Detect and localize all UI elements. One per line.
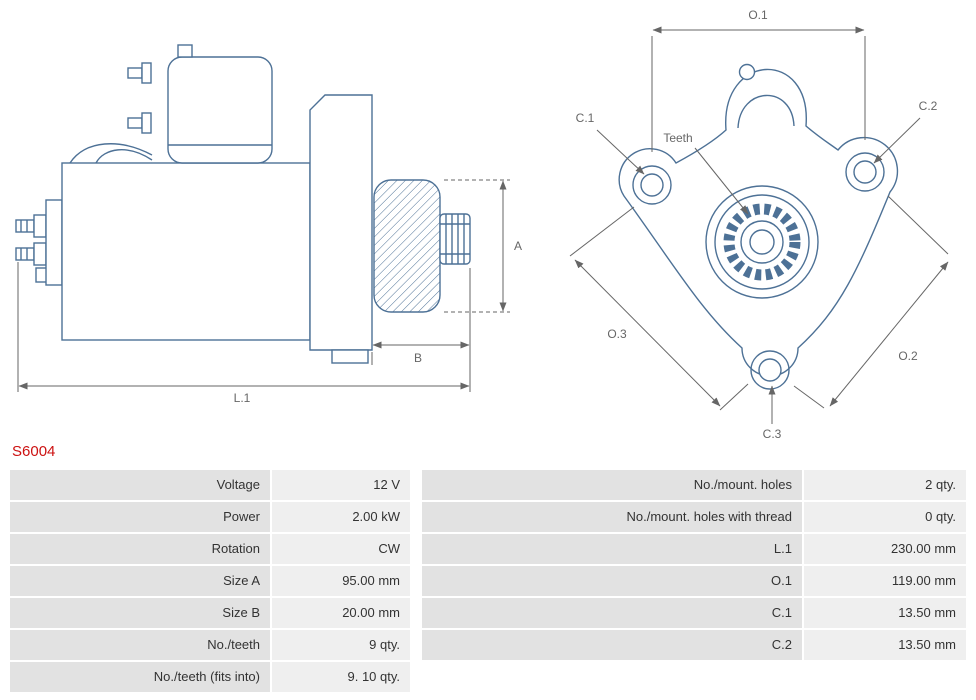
spec-tables: Voltage 12 V Power 2.00 kW Rotation CW S… xyxy=(10,470,966,694)
spec-label: Rotation xyxy=(10,534,270,564)
spec-row-teeth-fits-into: No./teeth (fits into) 9. 10 qty. xyxy=(10,662,410,692)
spec-label: C.2 xyxy=(422,630,802,660)
front-view-drawing xyxy=(618,63,899,390)
spec-value: 9 qty. xyxy=(272,630,410,660)
spec-label: O.1 xyxy=(422,566,802,596)
technical-drawing: A B L.1 xyxy=(15,8,949,440)
spec-row-mount-holes: No./mount. holes 2 qty. xyxy=(422,470,966,500)
front-view-dimensions xyxy=(569,26,949,424)
dim-label-c3: C.3 xyxy=(763,427,782,440)
spec-label: No./teeth xyxy=(10,630,270,660)
side-view-drawing xyxy=(15,44,471,364)
spec-label: Size A xyxy=(10,566,270,596)
dim-label-l1: L.1 xyxy=(234,391,251,405)
dim-label-c2: C.2 xyxy=(919,99,938,113)
dim-label-c1: C.1 xyxy=(576,111,595,125)
spec-row-size-b: Size B 20.00 mm xyxy=(10,598,410,628)
spec-label: L.1 xyxy=(422,534,802,564)
spec-value: 2 qty. xyxy=(804,470,966,500)
spec-value: 0 qty. xyxy=(804,502,966,532)
spec-table-left: Voltage 12 V Power 2.00 kW Rotation CW S… xyxy=(10,470,410,694)
side-view-dimensions xyxy=(17,179,510,392)
spec-value: 20.00 mm xyxy=(272,598,410,628)
spec-table-right: No./mount. holes 2 qty. No./mount. holes… xyxy=(422,470,966,694)
spec-row-l1: L.1 230.00 mm xyxy=(422,534,966,564)
dim-label-teeth: Teeth xyxy=(663,131,692,145)
spec-value: 9. 10 qty. xyxy=(272,662,410,692)
spec-row-rotation: Rotation CW xyxy=(10,534,410,564)
spec-value: CW xyxy=(272,534,410,564)
spec-label: No./teeth (fits into) xyxy=(10,662,270,692)
spec-label: Power xyxy=(10,502,270,532)
dim-label-o3: O.3 xyxy=(607,327,627,341)
spec-label: No./mount. holes with thread xyxy=(422,502,802,532)
spec-row-mount-holes-thread: No./mount. holes with thread 0 qty. xyxy=(422,502,966,532)
spec-row-c2: C.2 13.50 mm xyxy=(422,630,966,660)
spec-row-power: Power 2.00 kW xyxy=(10,502,410,532)
spec-label: Size B xyxy=(10,598,270,628)
spec-row-o1: O.1 119.00 mm xyxy=(422,566,966,596)
part-number: S6004 xyxy=(12,443,56,460)
spec-value: 12 V xyxy=(272,470,410,500)
spec-value: 2.00 kW xyxy=(272,502,410,532)
spec-row-teeth: No./teeth 9 qty. xyxy=(10,630,410,660)
spec-value: 95.00 mm xyxy=(272,566,410,596)
spec-label: No./mount. holes xyxy=(422,470,802,500)
spec-value: 119.00 mm xyxy=(804,566,966,596)
spec-label: C.1 xyxy=(422,598,802,628)
spec-row-voltage: Voltage 12 V xyxy=(10,470,410,500)
dim-label-a: A xyxy=(514,239,522,253)
dim-label-o2: O.2 xyxy=(898,349,918,363)
spec-label: Voltage xyxy=(10,470,270,500)
spec-value: 230.00 mm xyxy=(804,534,966,564)
spec-row-c1: C.1 13.50 mm xyxy=(422,598,966,628)
dim-label-o1: O.1 xyxy=(748,8,768,22)
dim-label-b: B xyxy=(414,351,422,365)
spec-value: 13.50 mm xyxy=(804,598,966,628)
spec-value: 13.50 mm xyxy=(804,630,966,660)
spec-row-size-a: Size A 95.00 mm xyxy=(10,566,410,596)
